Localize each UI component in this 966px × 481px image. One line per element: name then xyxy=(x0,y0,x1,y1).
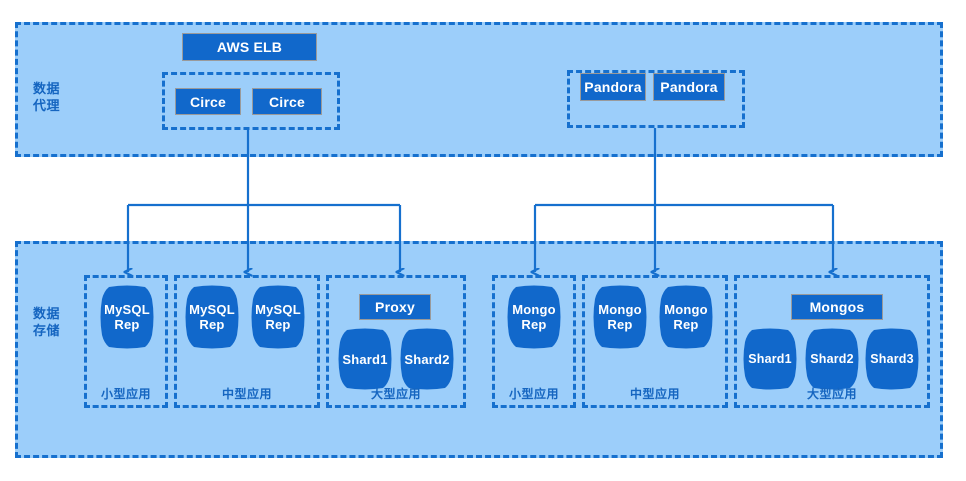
mongos-proxy-node[interactable]: Mongos xyxy=(791,294,883,320)
mongo-shard3-db[interactable]: Shard3 xyxy=(864,328,920,390)
mongo-rep-db-medium-2[interactable]: Mongo Rep xyxy=(658,285,714,349)
storage-tier-label: 数据 存储 xyxy=(33,306,61,338)
mysql-shard2-db-label: Shard2 xyxy=(404,351,450,367)
mysql-shard1-db[interactable]: Shard1 xyxy=(337,328,393,390)
mysql-medium-app-caption: 中型应用 xyxy=(221,387,272,401)
mongo-shard3-db-label: Shard3 xyxy=(870,351,914,366)
mysql-rep-db-medium-1[interactable]: MySQL Rep xyxy=(184,285,240,349)
mongo-rep-db-medium-1-label: Mongo Rep xyxy=(598,302,642,332)
pandora-group xyxy=(567,70,745,128)
mysql-rep-db-medium-1-label: MySQL Rep xyxy=(189,302,235,332)
mysql-large-app-caption: 大型应用 xyxy=(370,387,421,401)
mysql-small-app-caption: 小型应用 xyxy=(100,387,151,401)
mongo-rep-db-medium-1[interactable]: Mongo Rep xyxy=(592,285,648,349)
mongo-shard1-db-label: Shard1 xyxy=(748,351,792,366)
mysql-rep-db-medium-2[interactable]: MySQL Rep xyxy=(250,285,306,349)
mysql-proxy-node[interactable]: Proxy xyxy=(359,294,431,320)
mongo-shard2-db-label: Shard2 xyxy=(810,351,854,366)
pandora-node-2[interactable]: Pandora xyxy=(653,73,725,101)
mongo-rep-db-medium-2-label: Mongo Rep xyxy=(664,302,708,332)
mongo-rep-db-small-1[interactable]: Mongo Rep xyxy=(506,285,562,349)
proxy-tier-label: 数据 代理 xyxy=(33,81,61,113)
aws-elb-node[interactable]: AWS ELB xyxy=(182,33,317,61)
mongo-rep-db-small-1-label: Mongo Rep xyxy=(512,302,556,332)
mongo-medium-app-caption: 中型应用 xyxy=(629,387,680,401)
mongo-shard1-db[interactable]: Shard1 xyxy=(742,328,798,390)
circe-node-1[interactable]: Circe xyxy=(175,88,241,115)
mysql-shard2-db[interactable]: Shard2 xyxy=(399,328,455,390)
circe-node-2[interactable]: Circe xyxy=(252,88,322,115)
mongo-large-app-caption: 大型应用 xyxy=(806,387,857,401)
mongo-shard2-db[interactable]: Shard2 xyxy=(804,328,860,390)
mysql-rep-db-small-1[interactable]: MySQL Rep xyxy=(99,285,155,349)
mysql-shard1-db-label: Shard1 xyxy=(342,351,388,367)
mysql-rep-db-small-1-label: MySQL Rep xyxy=(104,302,150,332)
pandora-node-1[interactable]: Pandora xyxy=(580,73,646,101)
mysql-rep-db-medium-2-label: MySQL Rep xyxy=(255,302,301,332)
mongo-small-app-caption: 小型应用 xyxy=(508,387,559,401)
circe-group xyxy=(162,72,340,130)
proxy-tier-panel xyxy=(15,22,943,157)
